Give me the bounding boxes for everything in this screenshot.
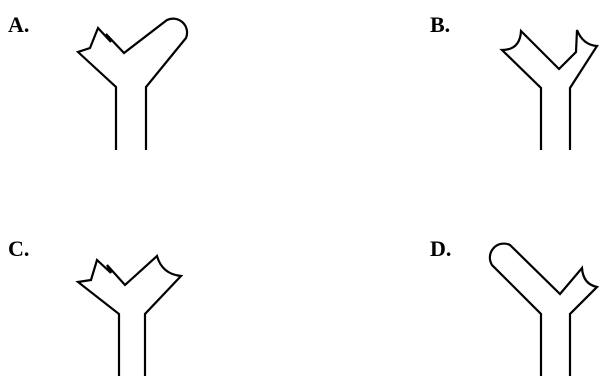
option-a-figure[interactable] <box>75 17 189 150</box>
option-d-outline <box>488 242 600 376</box>
option-b-label[interactable]: B. <box>430 12 451 37</box>
option-b-outline <box>499 28 599 150</box>
option-c-outline <box>75 253 184 376</box>
option-d-figure[interactable] <box>488 242 600 376</box>
option-a-outline <box>75 17 189 150</box>
option-c-figure[interactable] <box>75 253 184 376</box>
option-c-label[interactable]: C. <box>8 236 30 261</box>
option-d-label[interactable]: D. <box>430 236 452 261</box>
option-a-label[interactable]: A. <box>8 12 30 37</box>
option-b-figure[interactable] <box>499 28 599 150</box>
